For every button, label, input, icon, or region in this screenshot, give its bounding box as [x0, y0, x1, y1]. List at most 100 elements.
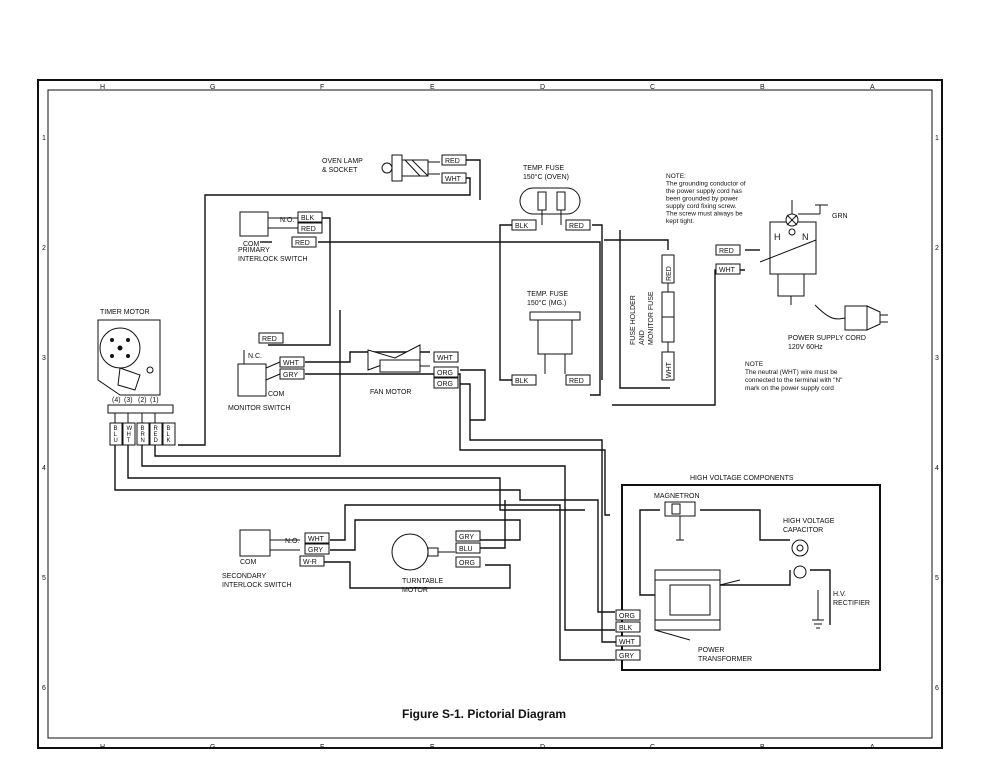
wire-tag-tt-gry: GRY [459, 534, 474, 541]
h-terminal-label: H [774, 232, 781, 242]
timer-terminal [122, 422, 136, 446]
power-transformer [654, 569, 741, 641]
temp-fuse-oven [519, 187, 581, 225]
wire-tag-fan-wht: WHT [437, 355, 454, 362]
grid-column-label: F [320, 744, 324, 751]
wire-tag-tf-blk: BLK [515, 223, 529, 230]
wire-tag-fuse-wht: WHT [666, 361, 673, 378]
turntable-motor [391, 533, 455, 571]
wire-tag-box [433, 377, 459, 389]
diagram-frame [37, 79, 943, 749]
wire-tag-box [291, 236, 317, 248]
wire-tag-tr-org: ORG [619, 613, 635, 620]
magnetron-label: MAGNETRON [654, 493, 700, 500]
wire-tag-box [433, 366, 459, 378]
grid-column-label: C [650, 84, 655, 91]
monitor-nc-label: N.C. [248, 353, 262, 360]
secondary-no-label: N.O. [285, 538, 299, 545]
wire-tag-box [715, 244, 741, 256]
wire-tags: RED WHT BLK RED RED BLK RED RED WHT RED WHT GRY WHT O… [258, 154, 741, 661]
hv-capacitor [791, 539, 809, 579]
primary-no-label: N.O. [280, 217, 294, 224]
grid-column-label: D [540, 84, 545, 91]
high-voltage-box [621, 484, 881, 671]
wire-tag-cord-red: RED [719, 248, 734, 255]
timer-terminal [136, 422, 150, 446]
wire-tag-lamp-wht: WHT [445, 176, 462, 183]
grid-column-label: H [100, 744, 105, 751]
timer-terminal [109, 422, 123, 446]
grid-column-label: F [320, 84, 324, 91]
wire-tag-box [441, 172, 467, 184]
timer-pin-number: (1) [150, 397, 159, 404]
wire-tag-mon-red: RED [262, 336, 277, 343]
wire-tag-box [297, 211, 323, 223]
secondary-com-label: COM [240, 559, 257, 566]
wire-tag-box [297, 222, 323, 234]
timer-pin-number: (2) [138, 397, 147, 404]
figure-title: Figure S-1. Pictorial Diagram [402, 707, 566, 721]
wire-tag-box [615, 609, 641, 621]
wire-tag-box [455, 530, 481, 542]
grid-column-label: B [760, 84, 765, 91]
grid-row-label: 1 [935, 135, 939, 142]
grid-column-label: C [650, 744, 655, 751]
wire-tag-box [304, 532, 330, 544]
grid-column-label: G [210, 744, 215, 751]
wire-tag-box [615, 635, 641, 647]
wire-tag-lamp-red: RED [445, 158, 460, 165]
wire-tag-mon-wht: WHT [283, 360, 300, 367]
secondary-interlock-switch [239, 529, 300, 557]
timer-motor [97, 319, 174, 425]
grid-column-label: E [430, 84, 435, 91]
wire-tag-box [511, 374, 537, 386]
wire-tag-sec-wr: W-R [303, 559, 317, 566]
grid-row-label: 3 [42, 355, 46, 362]
fan-motor [367, 344, 430, 373]
wire-tag-mg-red: RED [569, 378, 584, 385]
grid-row-label: 6 [42, 685, 46, 692]
fuse-holder [661, 282, 675, 352]
n-terminal-label: N [802, 232, 809, 242]
wire-tag-box [455, 542, 481, 554]
wire-tag-box [304, 543, 330, 555]
wire-tag-tt-org: ORG [459, 560, 475, 567]
fan-motor-label: FAN MOTOR [370, 389, 411, 396]
wire-tag-box [299, 555, 325, 567]
wire-tag-box [511, 219, 537, 231]
grid-row-label: 4 [42, 465, 46, 472]
grid-row-label: 5 [935, 575, 939, 582]
grid-row-label: 6 [935, 685, 939, 692]
wire-tag-tr-gry: GRY [619, 653, 634, 660]
monitor-switch-label: MONITOR SWITCH [228, 405, 290, 412]
wire-tag-tf-red: RED [569, 223, 584, 230]
wire-tag-mg-blk: BLK [515, 378, 529, 385]
grid-column-label: D [540, 744, 545, 751]
wire-tag-box [279, 356, 305, 368]
wire-tag-box [455, 556, 481, 568]
timer-pin-number: (3) [124, 397, 133, 404]
oven-lamp-label: OVEN LAMP& SOCKET [322, 158, 363, 174]
timer-terminal [149, 422, 163, 446]
wire-tag-fuse-red: RED [666, 266, 673, 281]
wire-tag-box [441, 154, 467, 166]
monitor-switch [237, 350, 281, 397]
grid-row-label: 2 [42, 245, 46, 252]
magnetron [664, 501, 696, 541]
wire-tag-box [661, 254, 675, 284]
primary-com-label: COM [243, 241, 260, 248]
wire-tag-sec-wht: WHT [308, 536, 325, 543]
hv-components-label: HIGH VOLTAGE COMPONENTS [690, 475, 794, 482]
